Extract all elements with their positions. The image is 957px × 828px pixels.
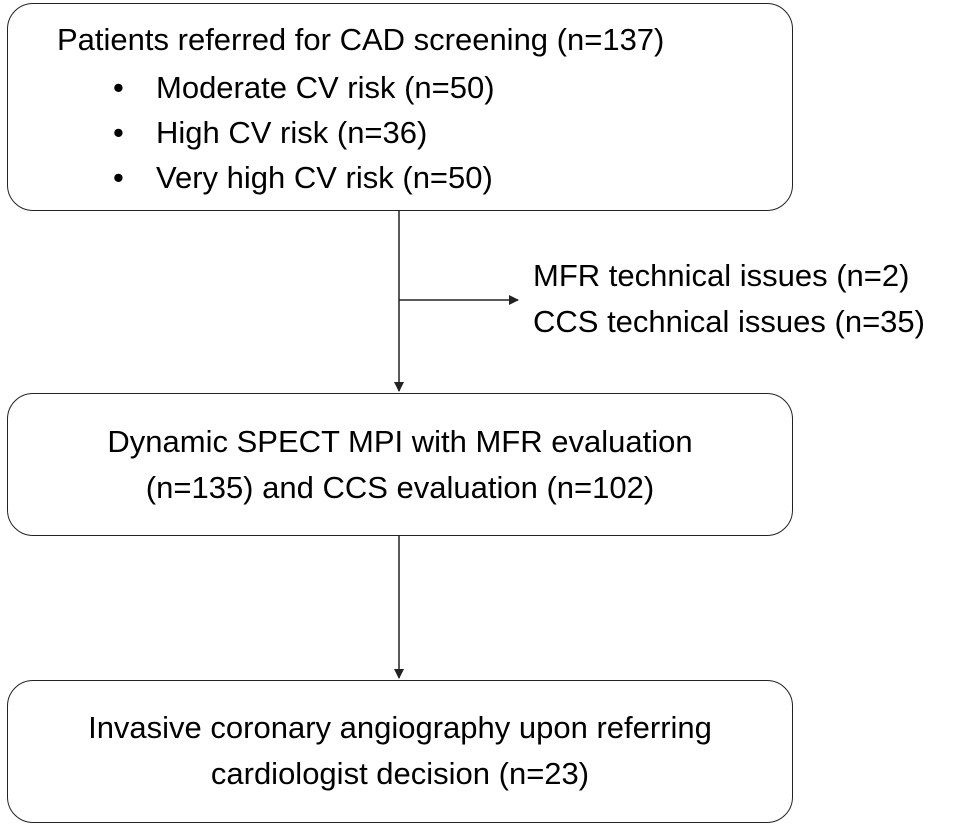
angiography-box <box>7 680 793 823</box>
bullet-icon: • <box>113 70 124 105</box>
bullet-icon: • <box>113 160 124 195</box>
bullet-icon: • <box>113 115 124 150</box>
bullet-high-risk: High CV risk (n=36) <box>156 115 428 150</box>
spect-evaluation-line-1: Dynamic SPECT MPI with MFR evaluation <box>107 424 693 459</box>
exclusion-ccs: CCS technical issues (n=35) <box>533 304 925 339</box>
screening-box <box>7 3 793 211</box>
spect-evaluation-line-2: (n=135) and CCS evaluation (n=102) <box>145 470 655 505</box>
exclusion-mfr: MFR technical issues (n=2) <box>533 258 910 293</box>
screening-title: Patients referred for CAD screening (n=1… <box>57 22 665 57</box>
angiography-line-1: Invasive coronary angiography upon refer… <box>88 710 712 745</box>
spect-evaluation-box <box>7 393 793 536</box>
angiography-line-2: cardiologist decision (n=23) <box>210 756 590 791</box>
bullet-very-high-risk: Very high CV risk (n=50) <box>156 160 493 195</box>
bullet-moderate-risk: Moderate CV risk (n=50) <box>156 70 495 105</box>
